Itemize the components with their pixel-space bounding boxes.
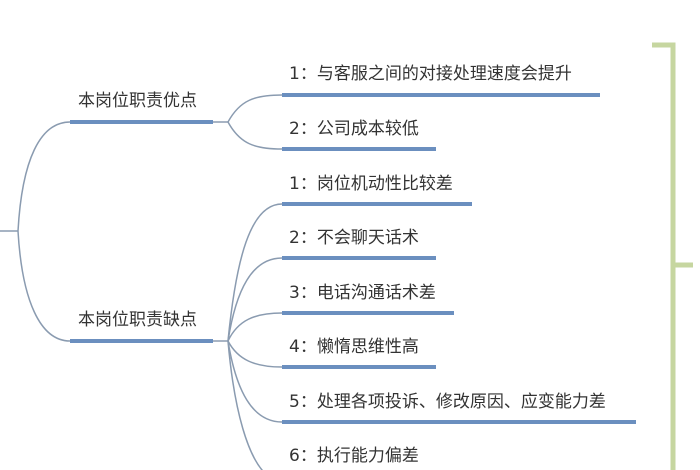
branch-weaknesses-label[interactable]: 本岗位职责缺点 <box>78 310 197 330</box>
weakness-item-3[interactable]: 3：电话沟通话术差 <box>289 283 436 303</box>
branch-strengths-label[interactable]: 本岗位职责优点 <box>78 91 197 111</box>
root-to-weaknesses-connector <box>17 230 71 342</box>
summary-bracket <box>652 42 693 470</box>
strength-item-1[interactable]: 1：与客服之间的对接处理速度会提升 <box>289 64 572 84</box>
weakness-item-1[interactable]: 1：岗位机动性比较差 <box>289 174 453 194</box>
weakness-item-6[interactable]: 6：执行能力偏差 <box>289 446 419 466</box>
weakness-item-2[interactable]: 2：不会聊天话术 <box>289 228 419 248</box>
root-to-strengths-connector <box>17 121 71 232</box>
strength-item-2[interactable]: 2：公司成本较低 <box>289 119 419 139</box>
weakness-item-4[interactable]: 4：懒惰思维性高 <box>289 337 419 357</box>
weakness-item-5[interactable]: 5：处理各项投诉、修改原因、应变能力差 <box>289 392 606 412</box>
